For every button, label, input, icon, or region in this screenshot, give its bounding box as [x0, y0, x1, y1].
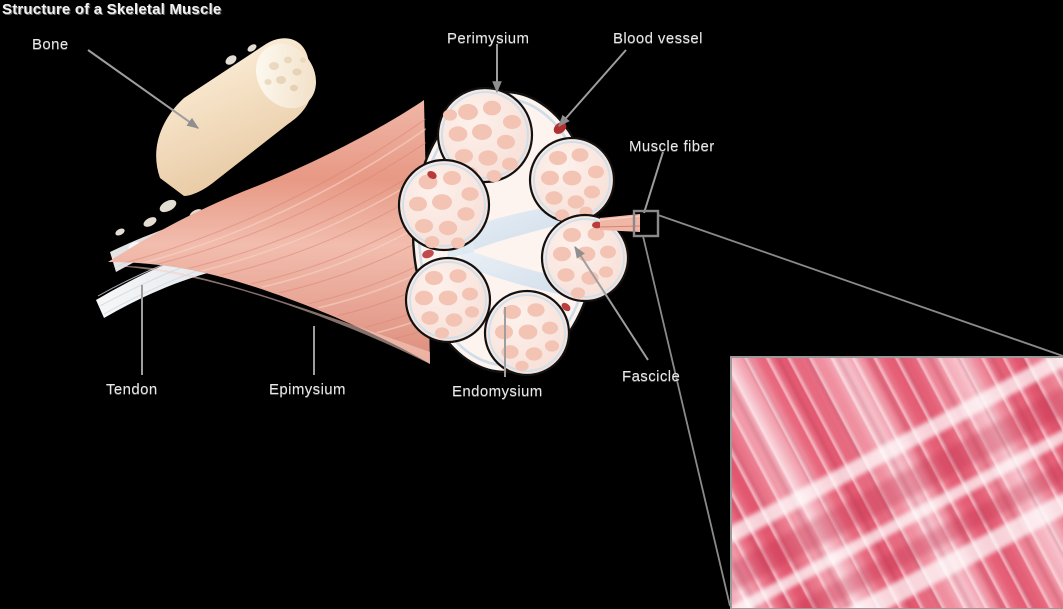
photomicrograph-inset [730, 356, 1063, 609]
bone-leader [87, 49, 199, 129]
magnifier-box [632, 209, 660, 238]
blood-vessel [427, 171, 437, 179]
bone-spongy-texture [264, 56, 306, 92]
blood-vessel [592, 221, 602, 229]
magnifier-ray-upper [657, 214, 1063, 357]
magnifier-ray-lower [642, 235, 731, 607]
magnifier-callout [632, 209, 1063, 607]
label-blood-vessel: Blood vessel [613, 30, 703, 47]
label-muscle-fiber: Muscle fiber [629, 138, 715, 155]
muscle-fiber-leader [643, 151, 664, 214]
fascicle [436, 86, 534, 184]
muscle-fibers [495, 303, 559, 372]
fascicle [404, 256, 492, 344]
label-bone: Bone [32, 36, 69, 53]
label-fascicle: Fascicle [622, 368, 681, 385]
label-endomysium: Endomysium [452, 383, 543, 400]
muscle-fibers [415, 269, 479, 339]
blood-vessel-group [422, 122, 602, 312]
label-perimysium: Perimysium [447, 30, 530, 47]
page-title: Structure of a Skeletal Muscle [2, 1, 222, 18]
blood-vessel-leader [558, 49, 627, 127]
leaders [87, 44, 664, 377]
fascicle-leader [574, 245, 649, 361]
blood-vessel [422, 249, 434, 259]
photomicrograph-image [732, 358, 1063, 608]
muscle-fibers [443, 100, 521, 182]
label-epimysium: Epimysium [269, 381, 346, 398]
muscle-fibers [541, 148, 604, 221]
fascicle [397, 158, 491, 252]
blood-vessel [561, 302, 571, 312]
label-tendon: Tendon [106, 381, 158, 398]
